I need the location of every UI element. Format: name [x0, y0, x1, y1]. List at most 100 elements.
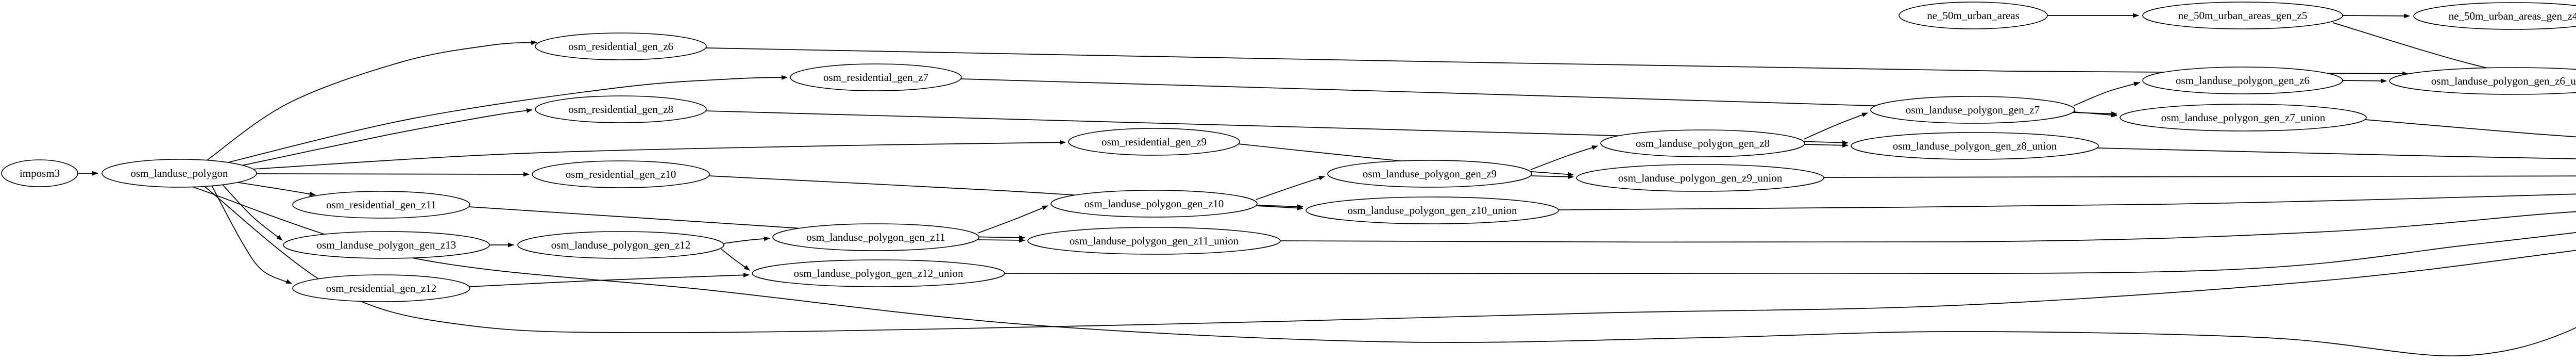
edge-osm_landuse_polygon-to-osm_landuse_polygon_gen_z13: [221, 183, 283, 241]
node-label-osm_landuse_polygon_gen_z6_union: osm_landuse_polygon_gen_z6_union: [2431, 75, 2576, 87]
node-shape-osm_landuse_polygon_gen_z9_union: [1576, 164, 1824, 192]
node-label-osm_landuse_polygon_gen_z11_union: osm_landuse_polygon_gen_z11_union: [1070, 235, 1239, 247]
node-shape-osm_landuse_polygon_gen_z7_union: [2120, 104, 2367, 131]
node-osm_landuse_polygon_gen_z13: osm_landuse_polygon_gen_z13: [283, 231, 490, 259]
node-shape-osm_landuse_polygon_gen_z13: [283, 231, 490, 259]
node-label-osm_landuse_polygon_gen_z10: osm_landuse_polygon_gen_z10: [1084, 198, 1224, 210]
node-shape-imposm3: [1, 159, 78, 187]
node-osm_residential_gen_z11: osm_residential_gen_z11: [292, 191, 470, 219]
edge-osm_landuse_polygon_gen_z11_union-to-layer_landuse-z11: [1279, 211, 2576, 243]
edge-osm_landuse_polygon_gen_z10-to-osm_landuse_polygon_gen_z10_union: [1256, 205, 1303, 210]
node-osm_landuse_polygon_gen_z9_union: osm_landuse_polygon_gen_z9_union: [1576, 164, 1824, 192]
node-shape-osm_landuse_polygon_gen_z11_union: [1027, 227, 1281, 255]
node-shape-osm_landuse_polygon_gen_z6_union: [2389, 67, 2576, 95]
node-label-osm_landuse_polygon_gen_z12: osm_landuse_polygon_gen_z12: [551, 239, 691, 251]
node-shape-osm_residential_gen_z9: [1068, 128, 1240, 156]
node-imposm3: imposm3: [1, 159, 78, 187]
node-shape-ne_50m_urban_areas_gen_z4: [2413, 2, 2576, 30]
node-shape-osm_landuse_polygon: [101, 159, 257, 188]
node-label-osm_residential_gen_z6: osm_residential_gen_z6: [568, 40, 673, 53]
node-osm_landuse_polygon_gen_z7: osm_landuse_polygon_gen_z7: [1870, 96, 2075, 124]
node-label-osm_landuse_polygon_gen_z12_union: osm_landuse_polygon_gen_z12_union: [794, 267, 963, 279]
node-ne_50m_urban_areas_gen_z5: ne_50m_urban_areas_gen_z5: [2142, 2, 2343, 29]
edge-osm_landuse_polygon-to-osm_residential_gen_z9: [252, 140, 1066, 170]
node-label-osm_landuse_polygon_gen_z10_union: osm_landuse_polygon_gen_z10_union: [1348, 204, 1517, 217]
edge-osm_landuse_polygon_gen_z12-to-osm_landuse_polygon_gen_z11: [723, 236, 770, 244]
node-osm_landuse_polygon_gen_z8_union: osm_landuse_polygon_gen_z8_union: [1851, 132, 2099, 160]
node-shape-osm_landuse_polygon_gen_z9: [1327, 160, 1532, 188]
node-osm_residential_gen_z6: osm_residential_gen_z6: [535, 32, 707, 60]
node-shape-osm_landuse_polygon_gen_z12: [517, 231, 724, 259]
node-osm_residential_gen_z7: osm_residential_gen_z7: [790, 63, 962, 91]
node-label-imposm3: imposm3: [20, 167, 60, 179]
edge-osm_landuse_polygon_gen_z8_union-to-layer_landuse-z8: [2097, 147, 2576, 159]
node-shape-ne_50m_urban_areas_gen_z5: [2142, 2, 2343, 29]
node-label-osm_residential_gen_z12: osm_residential_gen_z12: [326, 282, 437, 294]
node-shape-osm_landuse_polygon_gen_z10_union: [1306, 196, 1559, 224]
node-osm_landuse_polygon_gen_z8: osm_landuse_polygon_gen_z8: [1600, 129, 1805, 157]
node-label-ne_50m_urban_areas_gen_z5: ne_50m_urban_areas_gen_z5: [2178, 9, 2308, 22]
edge-osm_landuse_polygon-to-osm_residential_gen_z7: [221, 75, 788, 164]
node-label-osm_landuse_polygon_gen_z7_union: osm_landuse_polygon_gen_z7_union: [2161, 111, 2326, 124]
edge-osm_landuse_polygon-to-layer_landuse-z13: [203, 185, 2576, 333]
edge-osm_landuse_polygon_gen_z6-to-osm_landuse_polygon_gen_z6_union: [2342, 78, 2387, 84]
edge-osm_landuse_polygon-to-layer_landuse-z14+: [190, 186, 2576, 356]
node-shape-osm_residential_gen_z7: [790, 63, 962, 91]
node-shape-osm_landuse_polygon_gen_z6: [2142, 67, 2343, 94]
edge-osm_landuse_polygon_gen_z12-to-osm_landuse_polygon_gen_z12_union: [721, 249, 750, 271]
node-osm_landuse_polygon_gen_z6_union: osm_landuse_polygon_gen_z6_union: [2389, 67, 2576, 95]
node-shape-osm_residential_gen_z10: [532, 160, 710, 188]
edge-ne_50m_urban_areas_gen_z5-to-ne_50m_urban_areas_gen_z4: [2342, 13, 2410, 19]
node-shape-osm_residential_gen_z8: [535, 95, 707, 123]
edge-osm_landuse_polygon_gen_z11-to-osm_landuse_polygon_gen_z10: [977, 205, 1048, 234]
node-osm_residential_gen_z10: osm_residential_gen_z10: [532, 160, 710, 188]
node-shape-osm_landuse_polygon_gen_z8_union: [1851, 132, 2099, 160]
node-osm_landuse_polygon: osm_landuse_polygon: [101, 159, 257, 188]
edge-osm_landuse_polygon_gen_z8-to-osm_landuse_polygon_gen_z7: [1803, 112, 1868, 140]
edge-osm_landuse_polygon_gen_z12_union-to-layer_landuse-z12: [1003, 232, 2576, 274]
node-shape-osm_landuse_polygon_gen_z11: [772, 223, 979, 251]
node-osm_landuse_polygon_gen_z11: osm_landuse_polygon_gen_z11: [772, 223, 979, 251]
node-osm_landuse_polygon_gen_z6: osm_landuse_polygon_gen_z6: [2142, 67, 2343, 94]
edge-osm_landuse_polygon-to-osm_residential_gen_z6: [206, 40, 537, 161]
node-label-osm_landuse_polygon_gen_z8: osm_landuse_polygon_gen_z8: [1636, 137, 1770, 150]
edge-osm_landuse_polygon_gen_z9-to-osm_landuse_polygon_gen_z8: [1530, 145, 1598, 170]
edge-osm_landuse_polygon-to-osm_residential_gen_z11: [231, 181, 316, 196]
node-label-osm_residential_gen_z10: osm_residential_gen_z10: [566, 168, 676, 180]
edge-osm_landuse_polygon-to-osm_residential_gen_z8: [234, 108, 533, 168]
node-shape-ne_50m_urban_areas: [1899, 2, 2048, 29]
edge-osm_landuse_polygon_gen_z9-to-osm_landuse_polygon_gen_z9_union: [1530, 174, 1574, 179]
edge-osm_landuse_polygon_gen_z10_union-to-layer_landuse-z10: [1557, 193, 2576, 210]
edge-osm_landuse_polygon_gen_z9_union-to-layer_landuse-z9: [1822, 175, 2576, 178]
node-osm_residential_gen_z9: osm_residential_gen_z9: [1068, 128, 1240, 156]
node-shape-osm_landuse_polygon_gen_z8: [1600, 129, 1805, 157]
node-shape-osm_landuse_polygon_gen_z7: [1870, 96, 2075, 124]
edge-osm_landuse_polygon_gen_z7-to-osm_landuse_polygon_gen_z6: [2073, 81, 2140, 106]
node-label-osm_residential_gen_z8: osm_residential_gen_z8: [568, 103, 673, 116]
node-ne_50m_urban_areas_gen_z4: ne_50m_urban_areas_gen_z4: [2413, 2, 2576, 30]
node-osm_landuse_polygon_gen_z12_union: osm_landuse_polygon_gen_z12_union: [752, 259, 1005, 287]
node-label-osm_landuse_polygon_gen_z9: osm_landuse_polygon_gen_z9: [1363, 168, 1497, 180]
node-label-osm_residential_gen_z7: osm_residential_gen_z7: [823, 71, 928, 84]
node-label-osm_landuse_polygon_gen_z13: osm_landuse_polygon_gen_z13: [317, 239, 456, 251]
nodes-layer: imposm3 osm_landuse_polygon osm_residentia…: [1, 2, 2576, 302]
node-label-osm_landuse_polygon_gen_z11: osm_landuse_polygon_gen_z11: [806, 231, 945, 243]
node-osm_residential_gen_z12: osm_residential_gen_z12: [292, 274, 470, 302]
node-ne_50m_urban_areas: ne_50m_urban_areas: [1899, 2, 2048, 29]
node-label-ne_50m_urban_areas: ne_50m_urban_areas: [1927, 9, 2020, 22]
node-osm_landuse_polygon_gen_z11_union: osm_landuse_polygon_gen_z11_union: [1027, 227, 1281, 255]
edges-layer: [78, 13, 2576, 356]
edge-osm_landuse_polygon_gen_z7_union-to-layer_landuse-z7: [2365, 119, 2576, 138]
node-shape-osm_residential_gen_z11: [292, 191, 470, 219]
edge-osm_landuse_polygon_gen_z8-to-osm_landuse_polygon_gen_z8_union: [1803, 143, 1849, 148]
edge-osm_residential_gen_z12-to-osm_landuse_polygon_gen_z12_union: [468, 272, 750, 287]
node-osm_landuse_polygon_gen_z10_union: osm_landuse_polygon_gen_z10_union: [1306, 196, 1559, 224]
node-label-ne_50m_urban_areas_gen_z4: ne_50m_urban_areas_gen_z4: [2449, 10, 2576, 22]
node-shape-osm_landuse_polygon_gen_z10: [1050, 190, 1258, 218]
node-label-osm_landuse_polygon_gen_z9_union: osm_landuse_polygon_gen_z9_union: [1618, 172, 1783, 184]
node-label-osm_landuse_polygon_gen_z7: osm_landuse_polygon_gen_z7: [1906, 104, 2040, 116]
node-osm_landuse_polygon_gen_z12: osm_landuse_polygon_gen_z12: [517, 231, 724, 259]
node-shape-osm_residential_gen_z6: [535, 32, 707, 60]
